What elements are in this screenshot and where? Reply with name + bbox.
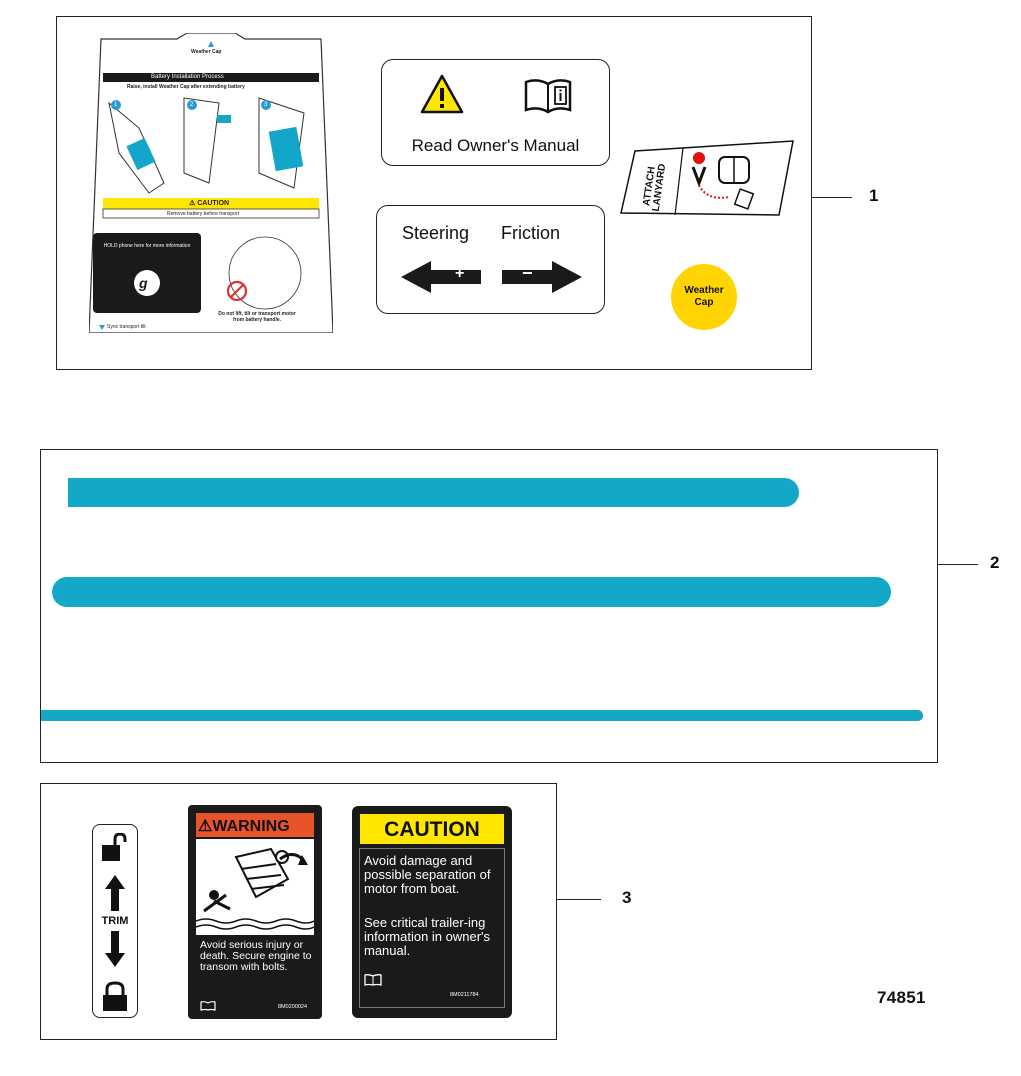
steering-left-arrow-icon [401,261,481,293]
friction-right-arrow-icon [502,261,582,293]
caution-text-2: See critical trailer-ing information in … [364,915,491,958]
read-owners-manual-decal: Read Owner's Manual [381,59,610,166]
warning-code: 8M0200024 [278,1004,308,1010]
caution-text-1: Avoid damage and possible separation of … [364,853,491,896]
warning-manual-book-icon [200,1001,216,1011]
transport-tilt-text: Sync transport tilt [107,324,146,330]
weather-cap-label: Weather Cap [684,285,724,308]
lock-icon [103,981,127,1011]
warning-triangle-icon [420,74,464,114]
battery-installation-subtitle: Raise, install Weather Cap after extendi… [127,84,245,90]
battery-info-icon: g [139,275,148,291]
stripe-decal-top [68,478,799,507]
callout-line-3 [557,899,601,900]
battery-caution-label: ⚠ CAUTION [189,200,230,207]
callout-1: 1 [869,186,879,205]
steering-friction-decal: Steering Friction + − [376,205,605,314]
warning-header: ⚠WARNING [198,818,290,835]
caution-manual-book-icon [364,974,382,986]
no-lift-text: Do not lift, tilt or transport motor fro… [218,311,296,323]
step-1-number: 1 [114,102,118,108]
decal-panel-1: Weather Cap Battery Installation Process… [56,16,812,370]
warning-sticker: ⚠WARNING Avoid serious injury or death. … [188,805,322,1019]
plus-sign: + [455,265,465,282]
weather-cap-header-text: Weather Cap [191,49,222,55]
unlock-icon [102,833,127,861]
read-owners-manual-label: Read Owner's Manual [411,136,580,155]
caution-header: CAUTION [384,818,480,841]
friction-label: Friction [501,223,561,243]
battery-info-text: HOLD phone here for more information [103,243,191,249]
stripe-decal-bottom [41,710,923,721]
battery-installation-decal: Weather Cap Battery Installation Process… [89,33,333,333]
battery-decal-outline [89,33,333,333]
caution-code: 8M0211784 [450,992,479,998]
sticker-panel-3: TRIM ⚠WARNING [40,783,557,1040]
caution-text-frame [359,848,505,1008]
callout-line-2 [938,564,978,565]
callout-3: 3 [622,888,632,907]
stripe-decal-middle [52,577,891,607]
warning-text: Avoid serious injury or death. Secure en… [200,939,312,973]
steering-label: Steering [402,223,470,243]
attach-lanyard-decal: ATTACH LANYARD [617,135,799,223]
callout-2: 2 [990,553,1000,572]
warning-illustration [195,839,315,935]
battery-caution-text: Remove battery before transport [167,211,239,217]
trim-up-arrow-icon [105,875,125,911]
lanyard-decal-outline [620,140,794,216]
manual-book-icon [524,79,572,114]
minus-sign: − [522,263,533,283]
warning-header-bg [196,813,314,837]
trim-label: TRIM [101,915,129,927]
caution-header-bg [360,814,504,844]
callout-line-1 [812,197,852,198]
engine-falling-icon [195,847,315,930]
step-3-number: 3 [264,102,268,108]
caution-sticker: CAUTION Avoid damage and possible separa… [352,806,512,1018]
figure-number: 74851 [877,988,926,1007]
stripe-decal-panel-2 [40,449,938,763]
trim-lock-sticker: TRIM [92,824,138,1018]
battery-installation-title: Battery Installation Process [151,74,224,80]
weather-cap-dot: Weather Cap [671,264,737,330]
step-2-number: 2 [190,102,194,108]
trim-down-arrow-icon [105,931,125,967]
